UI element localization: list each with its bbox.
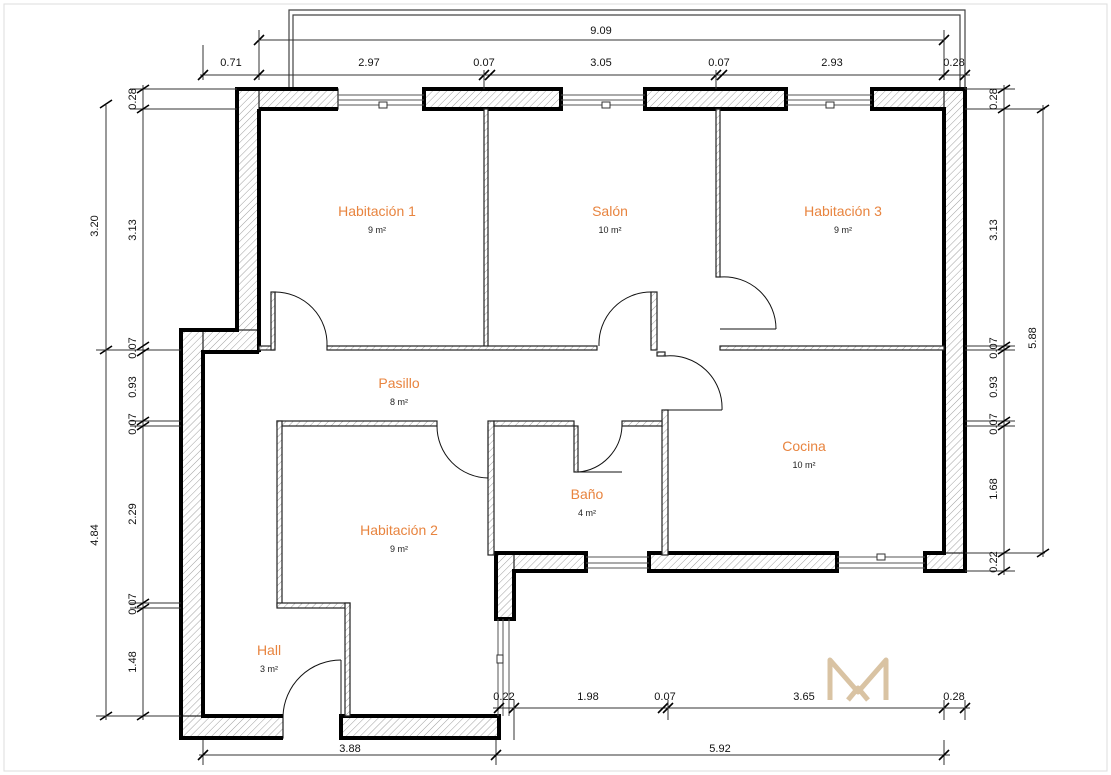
dimension-right-outer: 5.88 <box>1027 104 1050 558</box>
dim-left-inner-1: 3.13 <box>127 219 139 240</box>
dim-left-inner-2: 0.07 <box>127 337 139 358</box>
doors <box>274 276 777 717</box>
top-balcony-outline <box>288 9 966 88</box>
dim-top-total: 9.09 <box>590 25 611 37</box>
dim-top-2: 0.07 <box>473 57 494 69</box>
room-area-habitacion-1: 9 m² <box>368 225 386 235</box>
dim-right-inner-2: 0.07 <box>988 337 1000 358</box>
dim-left-inner-3: 0.93 <box>127 376 139 397</box>
dim-right-inner-6: 0.22 <box>988 551 1000 572</box>
brand-logo-icon <box>827 657 889 702</box>
dim-right-inner-0: 0.28 <box>988 88 1000 109</box>
dim-left-inner-7: 1.48 <box>127 651 139 672</box>
dim-right-inner-1: 3.13 <box>988 219 1000 240</box>
room-name-habitacion-2: Habitación 2 <box>360 522 438 538</box>
wall-outlines <box>179 87 967 740</box>
dim-bottom-inner-3: 3.65 <box>793 691 814 703</box>
dim-bottom-inner-4: 0.28 <box>943 691 964 703</box>
room-area-bano: 4 m² <box>578 508 596 518</box>
room-area-hall: 3 m² <box>260 664 278 674</box>
interior-walls <box>258 108 945 717</box>
room-area-pasillo: 8 m² <box>390 397 408 407</box>
room-area-habitacion-2: 9 m² <box>390 544 408 554</box>
dim-left-inner-6: 0.07 <box>127 593 139 614</box>
room-name-hall: Hall <box>257 642 281 658</box>
dimension-top: 9.09 0.71 2.97 0.07 3.05 0.07 2.93 0.28 <box>197 25 971 89</box>
room-name-habitacion-1: Habitación 1 <box>338 203 416 219</box>
dim-top-5: 2.93 <box>821 57 842 69</box>
dim-top-1: 2.97 <box>358 57 379 69</box>
exterior-walls <box>180 88 966 739</box>
room-area-cocina: 10 m² <box>792 460 815 470</box>
dim-bottom-inner-2: 0.07 <box>654 691 675 703</box>
dim-left-inner-5: 2.29 <box>127 503 139 524</box>
dim-bottom-total-0: 3.88 <box>339 743 360 755</box>
room-name-bano: Baño <box>571 486 604 502</box>
room-name-habitacion-3: Habitación 3 <box>804 203 882 219</box>
dim-left-inner-4: 0.07 <box>127 413 139 434</box>
dimension-right-inner: 0.28 3.13 0.07 0.93 0.07 1.68 0.22 <box>965 84 1045 576</box>
room-labels: Habitación 1 9 m² Salón 10 m² Habitación… <box>257 203 882 674</box>
room-name-cocina: Cocina <box>782 438 826 454</box>
dimension-left-outer: 3.20 4.84 <box>89 99 181 721</box>
dimension-bottom-total: 3.88 5.92 <box>197 740 950 765</box>
room-area-habitacion-3: 9 m² <box>834 225 852 235</box>
dim-bottom-inner-1: 1.98 <box>577 691 598 703</box>
room-name-pasillo: Pasillo <box>378 375 419 391</box>
dim-right-inner-3: 0.93 <box>988 376 1000 397</box>
dim-bottom-inner-0: 0.22 <box>493 691 514 703</box>
dim-left-outer-1: 4.84 <box>89 524 101 545</box>
dim-left-inner-0: 0.28 <box>127 88 139 109</box>
dim-top-3: 3.05 <box>590 57 611 69</box>
dimension-left-inner: 0.28 3.13 0.07 0.93 0.07 2.29 0.07 1.48 <box>127 84 237 721</box>
dim-left-outer-0: 3.20 <box>89 215 101 236</box>
dimension-bottom-inner: 0.22 1.98 0.07 3.65 0.28 <box>493 691 971 740</box>
dim-right-outer: 5.88 <box>1027 327 1039 348</box>
dim-bottom-total-1: 5.92 <box>709 743 730 755</box>
dim-right-inner-5: 1.68 <box>988 478 1000 499</box>
dim-right-inner-4: 0.07 <box>988 413 1000 434</box>
room-name-salon: Salón <box>592 203 628 219</box>
windows <box>338 94 925 716</box>
dim-top-6: 0.28 <box>943 57 964 69</box>
dim-top-4: 0.07 <box>708 57 729 69</box>
room-area-salon: 10 m² <box>598 225 621 235</box>
dim-top-0: 0.71 <box>220 57 241 69</box>
